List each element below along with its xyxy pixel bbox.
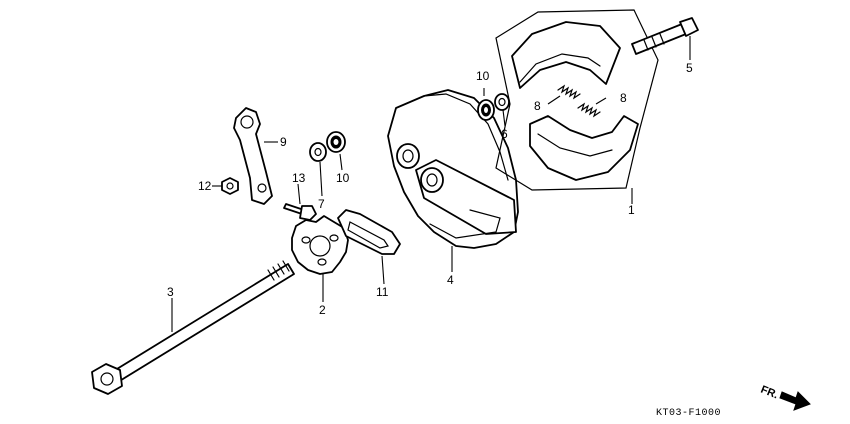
oil-seal-right-part [477,99,495,121]
callout-4: 4 [447,273,454,287]
leader-lines [171,36,691,332]
washer-part [309,142,327,162]
brake-shoe-set-part [495,9,659,191]
callout-8-right: 8 [620,91,627,105]
axle-part [91,260,295,395]
callout-11: 11 [376,285,389,299]
callout-8-left: 8 [534,99,541,113]
callout-3: 3 [167,285,174,299]
callout-10-left: 10 [336,171,350,185]
brake-cam-part [631,17,699,55]
callout-13: 13 [292,171,306,185]
callout-10-top: 10 [476,69,490,83]
front-direction-indicator: FR. [759,384,811,411]
arrow-right-icon [779,391,811,411]
direction-label: FR. [759,384,780,402]
indicator-plate-part [337,209,401,255]
callout-9: 9 [280,135,287,149]
sprocket-part [291,215,349,275]
callout-12: 12 [198,179,212,193]
nut-part [221,177,239,195]
brake-arm-part [233,107,273,205]
callout-7: 7 [318,197,325,211]
brake-panel-part [387,89,519,249]
callout-2: 2 [319,303,326,317]
callout-5: 5 [686,61,693,75]
diagram-code: KT03-F1000 [656,408,721,419]
oil-seal-left-part [326,131,346,153]
callout-1: 1 [628,203,635,217]
callout-labels: 1 2 3 4 5 6 7 8 8 9 10 10 11 12 13 [167,61,693,317]
washer-right-part [494,93,510,111]
bolt-part [283,203,317,221]
callout-6: 6 [501,127,508,141]
